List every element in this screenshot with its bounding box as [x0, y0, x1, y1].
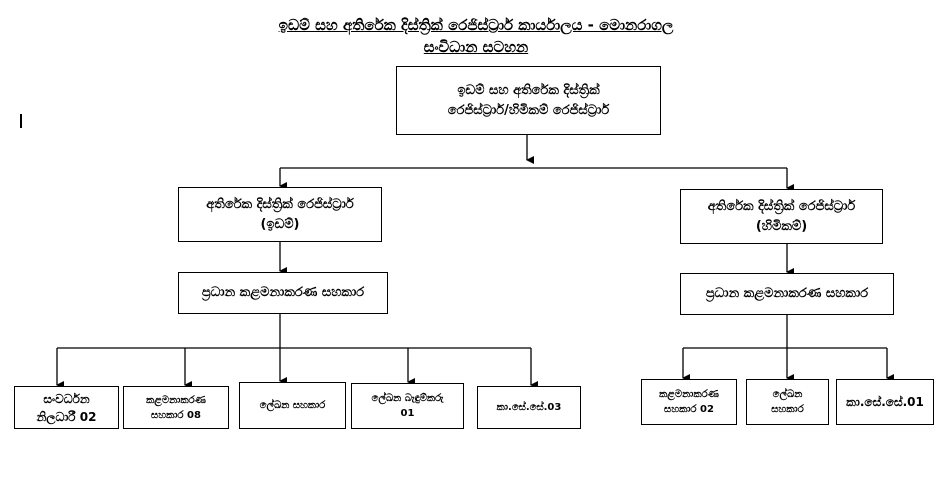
left-staff-2-line1: කළමනාකරණ — [146, 394, 206, 406]
left-staff-box-3: ලේඛන සහකාර — [239, 382, 346, 429]
right-staff-2-line2: සහකාර — [771, 404, 804, 415]
head-registrar-box: ඉඩම් සහ අතිරේක දිස්ත්‍රික් රෙජිස්ට්‍රාර්… — [396, 66, 661, 135]
head-registrar-line2: රෙජිස්ට්‍රාර්/හිමිකම් රෙජිස්ට්‍රාර් — [447, 102, 610, 118]
left-staff-box-2: කළමනාකරණ සහකාර 08 — [123, 386, 229, 429]
left-staff-2-line2: සහකාර 08 — [151, 409, 201, 421]
right-staff-box-1: කළමනාකරණ සහකාර 02 — [641, 379, 737, 425]
left-staff-box-1: සංවර්ධන නිලධාරී 02 — [14, 386, 119, 429]
left-staff-1-line1: සංවර්ධන — [43, 391, 90, 406]
right-registrar-box: අතිරේක දිස්ත්‍රික් රෙජිස්ට්‍රාර් (හිමිකම… — [680, 189, 883, 244]
right-staff-1-line1: කළමනාකරණ — [659, 389, 719, 400]
head-registrar-line1: ඉඩම් සහ අතිරේක දිස්ත්‍රික් — [457, 83, 600, 98]
left-registrar-box: අතිරේක දිස්ත්‍රික් රෙජිස්ට්‍රාර් (ඉඩම්) — [178, 187, 382, 242]
page-title: ඉඩම් සහ අතිරේක දිස්ත්‍රික් රෙජිස්ට්‍රාර්… — [278, 16, 674, 34]
left-registrar-line1: අතිරේක දිස්ත්‍රික් රෙජිස්ට්‍රාර් — [206, 197, 354, 212]
right-registrar-line2: (හිමිකම්) — [755, 218, 808, 234]
page-subtitle: සංවිධාන සටහන — [423, 38, 529, 56]
right-staff-box-3: කා.සේ.සේ.01 — [836, 379, 934, 425]
right-staff-3-line1: කා.සේ.සේ.01 — [846, 395, 924, 409]
left-staff-4-line1: ලේඛන බැඳුම්කරු — [371, 393, 444, 404]
left-staff-5-line1: කා.සේ.සේ.03 — [496, 402, 562, 413]
left-staff-box-5: කා.සේ.සේ.03 — [477, 386, 581, 429]
right-chief-box: ප්‍රධාන කළමනාකරණ සහකාර — [680, 273, 894, 315]
left-registrar-line2: (ඉඩම්) — [260, 216, 300, 232]
left-staff-box-4: ලේඛන බැඳුම්කරු 01 — [351, 383, 464, 429]
left-chief-box: ප්‍රධාන කළමනාකරණ සහකාර — [178, 272, 388, 314]
left-staff-3-line1: ලේඛන සහකාර — [259, 400, 326, 411]
right-staff-1-line2: සහකාර 02 — [664, 404, 714, 415]
right-chief-label: ප්‍රධාන කළමනාකරණ සහකාර — [705, 286, 869, 302]
right-staff-2-line1: ලේඛන — [772, 389, 803, 400]
text-cursor — [20, 114, 22, 128]
right-staff-box-2: ලේඛන සහකාර — [746, 379, 829, 425]
right-registrar-line1: අතිරේක දිස්ත්‍රික් රෙජිස්ට්‍රාර් — [707, 199, 856, 214]
left-staff-4-line2: 01 — [400, 408, 415, 419]
left-chief-label: ප්‍රධාන කළමනාකරණ සහකාර — [201, 285, 365, 301]
left-staff-1-line2: නිලධාරී 02 — [36, 409, 97, 424]
